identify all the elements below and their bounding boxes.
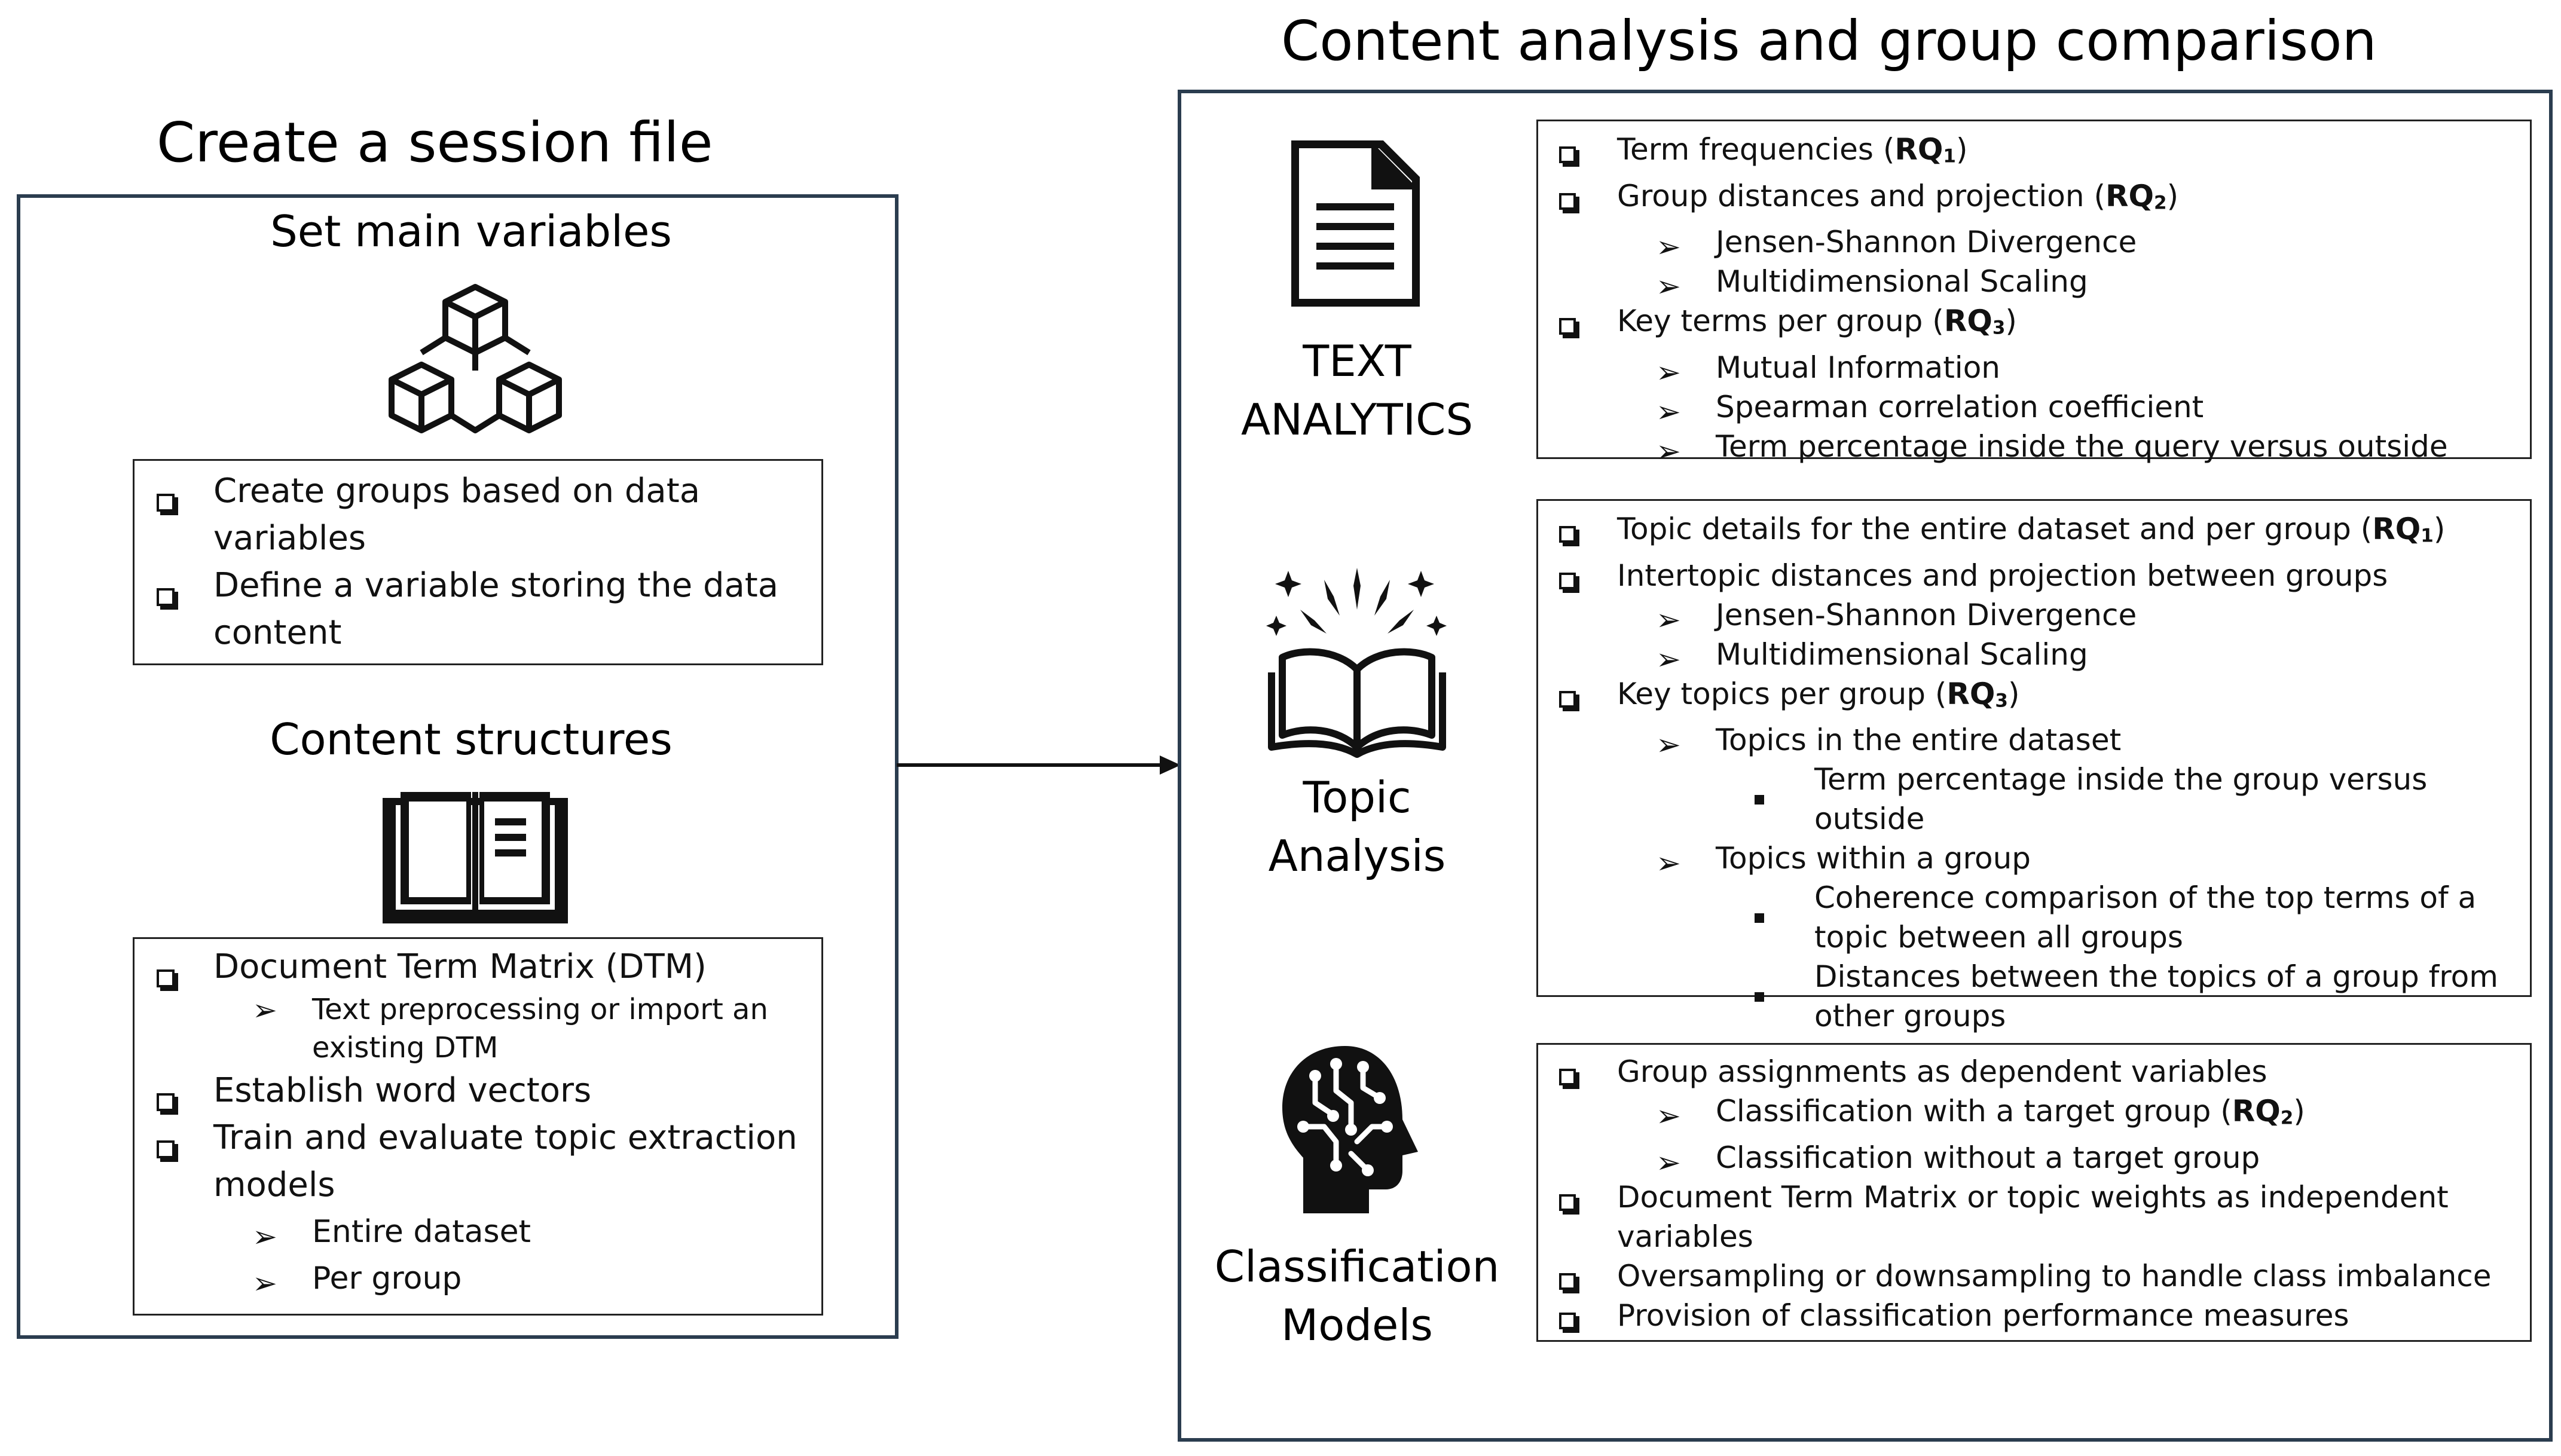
list-item: Document Term Matrix or topic weights as…: [1536, 1177, 2523, 1256]
text-analytics-box: [1536, 120, 2532, 459]
list-item: ➢Mutual Information: [1656, 350, 2000, 390]
list-item: ➢Term percentage inside the query versus…: [1656, 429, 2448, 469]
list-item: ➢Entire dataset: [252, 1214, 531, 1254]
list-item: Topic details for the entire dataset and…: [1536, 509, 2523, 556]
list-item: ➢Multidimensional Scaling: [1656, 637, 2088, 677]
list-item: Key topics per group (RQ3): [1536, 674, 2523, 721]
set-main-variables-list: Create groups based on data variables De…: [133, 467, 808, 656]
topic-analysis-box: [1536, 499, 2532, 997]
left-title: Create a session file: [157, 111, 713, 175]
book-icon: [383, 792, 568, 923]
list-item: Coherence comparison of the top terms of…: [1536, 878, 2523, 957]
open-book-sparkle-icon: [1266, 568, 1447, 758]
list-item: ➢Classification with a target group (RQ2…: [1656, 1094, 2305, 1133]
list-item: ➢Topics in the entire dataset: [1656, 723, 2122, 763]
list-item: ➢Jensen-Shannon Divergence: [1656, 225, 2137, 265]
content-structures-box: [133, 937, 823, 1316]
list-item: ➢Jensen-Shannon Divergence: [1656, 597, 2137, 637]
list-item: ➢Multidimensional Scaling: [1656, 264, 2088, 304]
list-item: Provision of classification performance …: [1536, 1296, 2523, 1335]
list-item: ➢Per group: [252, 1261, 462, 1301]
content-analysis-frame: [1178, 90, 2553, 1442]
content-structures-list: Document Term Matrix (DTM) ➢Text preproc…: [133, 943, 808, 1302]
brain-head-icon: [1282, 1046, 1418, 1213]
classification-box: [1536, 1043, 2532, 1342]
list-item: ➢Topics within a group: [1656, 841, 2031, 881]
right-title: Content analysis and group comparison: [1281, 9, 2377, 73]
content-structures-title: Content structures: [270, 714, 673, 764]
list-item: Group distances and projection (RQ2): [1536, 176, 2523, 223]
list-item: ➢Spearman correlation coefficient: [1656, 389, 2204, 429]
set-main-variables-title: Set main variables: [270, 206, 672, 256]
list-item: Term percentage inside the group versus …: [1536, 760, 2523, 839]
cubes-icon: [389, 284, 562, 433]
list-item: Group assignments as dependent variables: [1536, 1052, 2523, 1091]
classification-models-label: Classification Models: [1214, 1241, 1500, 1350]
topic-analysis-label: Topic Analysis: [1268, 772, 1446, 881]
list-item: Key terms per group (RQ3): [1536, 301, 2523, 348]
list-item: Establish word vectors: [133, 1067, 808, 1114]
list-item: Create groups based on data variables: [133, 467, 808, 562]
list-item: Distances between the topics of a group …: [1536, 957, 2523, 1036]
connector-arrow: [897, 755, 1181, 775]
set-main-variables-box: [133, 459, 823, 665]
list-item: Define a variable storing the data conte…: [133, 562, 808, 656]
list-item: Train and evaluate topic extraction mode…: [133, 1114, 808, 1209]
text-analytics-list: Term frequencies (RQ1) Group distances a…: [1536, 130, 2523, 466]
list-item: ➢Classification without a target group: [1656, 1140, 2260, 1180]
topic-analysis-list: Topic details for the entire dataset and…: [1536, 509, 2523, 1036]
document-icon: [1291, 140, 1420, 307]
text-analytics-label: TEXT ANALYTICS: [1240, 336, 1474, 445]
list-item: Term frequencies (RQ1): [1536, 130, 2523, 176]
list-item: Oversampling or downsampling to handle c…: [1536, 1256, 2523, 1296]
list-item: ➢Text preprocessing or import an existin…: [252, 993, 768, 1065]
classification-list: Group assignments as dependent variables…: [1536, 1052, 2523, 1335]
list-item: Intertopic distances and projection betw…: [1536, 556, 2523, 595]
list-item: Document Term Matrix (DTM): [133, 943, 808, 990]
